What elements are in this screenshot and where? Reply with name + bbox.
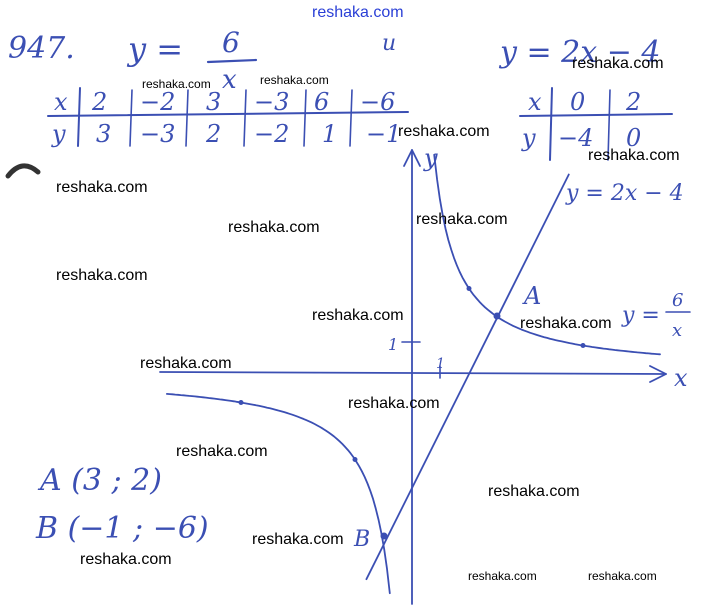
coordinate-axes: x y 1 1 [159, 144, 688, 605]
watermark: reshaka.com [56, 179, 148, 196]
table-hyperbola-x-cell: −2 [140, 88, 175, 116]
table-line: x y 0 2 −4 0 [519, 87, 673, 161]
watermark: reshaka.com [572, 55, 664, 72]
watermark: reshaka.com [80, 551, 172, 568]
table-hyperbola-y-cell: 1 [322, 120, 337, 148]
line-graph [365, 173, 570, 581]
table-line-col-sep [607, 89, 611, 161]
x-axis [159, 371, 667, 375]
table-hyperbola-x-cell: −3 [254, 88, 289, 116]
fraction-bar [206, 58, 258, 64]
x-axis-label: x [674, 364, 688, 392]
x-axis-arrow [649, 365, 667, 383]
hyperbola-points [238, 286, 586, 462]
table-line-y-label: y [521, 124, 536, 152]
watermark: reshaka.com [312, 307, 404, 324]
ink-smudge [5, 163, 41, 179]
table-hyperbola-y-cell: 3 [96, 120, 111, 148]
watermark: reshaka.com [176, 443, 268, 460]
table-hyperbola-col-sep [243, 89, 247, 147]
problem-number: 947. [8, 31, 75, 66]
hyperbola-right-branch [433, 153, 661, 356]
table-hyperbola-x-cell: −6 [360, 88, 395, 116]
table-line-y-cell: −4 [558, 124, 593, 152]
table-line-x-cell: 0 [570, 88, 585, 116]
hyperbola-table-point [580, 343, 586, 348]
table-hyperbola: x y 2 −2 3 −3 6 −6 3 −3 2 −2 1 −1 [47, 87, 409, 148]
table-hyperbola-y-cell: 2 [205, 120, 221, 148]
point-a-label: A [522, 282, 541, 310]
table-hyperbola-col-sep [185, 89, 189, 147]
table-hyperbola-x-cell: 6 [314, 88, 329, 116]
table-line-header-bar [549, 87, 553, 161]
table-hyperbola-header-bar [77, 87, 81, 147]
watermark: reshaka.com [252, 531, 344, 548]
watermark: reshaka.com [468, 569, 537, 583]
table-line-x-label: x [528, 88, 542, 116]
watermark: reshaka.com [398, 123, 490, 140]
line-label: y = 2x − 4 [565, 181, 684, 206]
equation-hyperbola-lhs: y = [126, 30, 183, 68]
table-hyperbola-y-label: y [51, 120, 66, 148]
table-hyperbola-y-cell: −2 [254, 120, 289, 148]
intersection-point-b [380, 532, 388, 540]
table-hyperbola-divider [47, 111, 409, 117]
hyperbola-table-point [466, 286, 472, 291]
hyperbola-label-denominator: x [672, 320, 682, 341]
watermark: reshaka.com [56, 267, 148, 284]
table-hyperbola-col-sep [303, 89, 307, 147]
table-hyperbola-y-cell: −3 [140, 120, 175, 148]
watermark: reshaka.com [142, 77, 211, 91]
equation-line: y = 2x − 4 [498, 35, 660, 70]
watermark: reshaka.com [140, 355, 232, 372]
equation-hyperbola-numerator: 6 [222, 26, 240, 59]
answer-point-a: A (3 ; 2) [37, 463, 162, 498]
watermark: reshaka.com [228, 219, 320, 236]
watermark: reshaka.com [588, 147, 680, 164]
intersection-point-a [493, 312, 501, 320]
watermark: reshaka.com [488, 483, 580, 500]
answer-point-b: B (−1 ; −6) [35, 511, 209, 546]
table-hyperbola-x-cell: 2 [91, 88, 107, 116]
table-line-y-cell: 0 [626, 124, 641, 152]
watermark: reshaka.com [588, 569, 657, 583]
point-b-label: B [353, 527, 370, 552]
hyperbola-table-point [238, 400, 244, 405]
hyperbola-table-point [352, 457, 358, 462]
table-hyperbola-col-sep [349, 89, 353, 147]
table-line-divider [519, 113, 673, 117]
watermark: reshaka.com [416, 211, 508, 228]
table-hyperbola-col-sep [129, 89, 133, 147]
y-unit-label: 1 [388, 335, 398, 354]
table-hyperbola-x-label: x [54, 88, 68, 116]
watermark: reshaka.com [260, 73, 329, 87]
table-line-x-cell: 2 [625, 88, 641, 116]
conjunction: и [382, 31, 396, 56]
watermark: reshaka.com [520, 315, 612, 332]
x-unit-label: 1 [436, 356, 445, 372]
hyperbola-label-lhs: y = [621, 303, 660, 328]
y-axis-label: y [423, 144, 438, 172]
watermark: reshaka.com [348, 395, 440, 412]
hyperbola-label-numerator: 6 [672, 290, 683, 311]
watermark-top: reshaka.com [312, 4, 404, 21]
hyperbola-left-branch [166, 393, 391, 595]
equation-hyperbola-denominator: x [222, 65, 237, 95]
y-axis-arrow [403, 149, 421, 167]
table-hyperbola-y-cell: −1 [366, 120, 401, 148]
watermarks: reshaka.com reshaka.com reshaka.com resh… [56, 55, 680, 583]
table-hyperbola-x-cell: 3 [206, 88, 221, 116]
